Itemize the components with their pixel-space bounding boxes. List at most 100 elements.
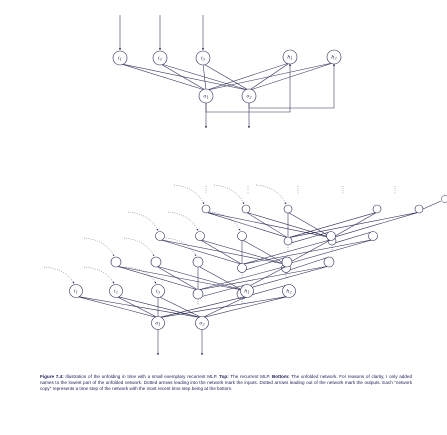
unfold-edge-3-3-0 — [241, 239, 332, 265]
unfold-edge-1-1-1 — [115, 295, 203, 319]
unfold-input-node-2-2 — [150, 256, 162, 268]
top-output-node-1 — [198, 88, 214, 104]
top-edge-0-0 — [119, 63, 207, 91]
top-edge-0-1 — [119, 63, 250, 91]
top-context-node-1-label: h1 — [287, 55, 293, 61]
unfold-edge-1-2-1 — [157, 295, 203, 319]
unfold-layer-4 — [173, 184, 447, 251]
unfold-link-4-1 — [287, 231, 332, 245]
unfold-edge-1-0-0 — [75, 295, 159, 319]
unfold-input-node-3-2 — [195, 231, 205, 241]
top-context-node-2 — [326, 49, 342, 65]
unfold-edge-4-0-1 — [205, 211, 333, 239]
unfold-input-node-1-3-label: i3 — [156, 289, 161, 295]
unfold-link-4-2 — [331, 231, 374, 245]
unfold-input-node-1-2 — [109, 284, 123, 298]
unfold-context-node-1-1-label: h1 — [244, 289, 250, 295]
unfold-input-node-2-1 — [110, 256, 122, 268]
top-output-node-1-label: o1 — [203, 94, 208, 100]
figure-caption: Figure 7.4: Illustration of the unfoldin… — [40, 374, 412, 393]
unfold-context-node-4-2 — [414, 204, 424, 214]
top-input-node-3-label: i3 — [201, 56, 206, 62]
top-input-node-2 — [152, 50, 168, 66]
unfold-input-node-2-3 — [192, 256, 204, 268]
top-edge-4-0 — [205, 62, 335, 91]
caption-label: Figure 7.4: — [40, 374, 64, 379]
unfold-top-tail-1 — [422, 200, 442, 210]
unfold-edge-3-4-1 — [285, 239, 374, 265]
unfold-link-2-1 — [197, 284, 248, 298]
unfold-link-3-2 — [285, 256, 330, 272]
unfold-input-node-3-3 — [237, 231, 247, 241]
unfold-edge-2-0-1 — [115, 265, 243, 291]
top-context-node-2-label: h2 — [331, 55, 337, 61]
unfold-edge-2-0-0 — [115, 265, 199, 291]
unfold-edge-2-1-1 — [155, 265, 243, 291]
top-output-node-2-label: o2 — [246, 94, 252, 100]
unfold-edge-2-3-0 — [197, 265, 288, 291]
unfold-context-node-4-1 — [372, 204, 382, 214]
unfold-edge-2-4-1 — [241, 265, 330, 291]
unfold-edge-1-3-0 — [157, 295, 248, 319]
unfolding-figure: i1 i2 i3 h1 h2 o1 o2 i1 i2 i3 h1 h2 o1 o2 — [43, 15, 447, 356]
recurrent-mlp-diagram: i1 i2 i3 h1 h2 o1 o2 — [112, 15, 342, 129]
unfold-input-arrow-1-1 — [43, 266, 75, 284]
unfold-edge-3-4-0 — [241, 239, 374, 265]
unfold-context-node-2-2 — [323, 256, 335, 268]
caption-top-label: Top: — [219, 374, 229, 379]
unfold-output-node-1-1 — [151, 316, 165, 330]
top-input-node-2-label: i2 — [158, 56, 163, 62]
unfold-input-arrow-1-3 — [125, 266, 157, 284]
unfold-edge-2-1-0 — [155, 265, 199, 291]
unfold-edge-4-1-1 — [245, 211, 333, 239]
unfold-layer-2 — [83, 237, 335, 305]
unfold-edge-4-4-0 — [287, 211, 420, 239]
unfold-input-node-4-1 — [201, 204, 211, 214]
unfold-input-arrow-2-2 — [123, 237, 155, 257]
unfold-input-arrow-1-2 — [83, 266, 115, 284]
unfold-output-node-2-1 — [192, 288, 204, 300]
caption-part3: The unfolded network. For reasons of cla… — [40, 374, 412, 392]
unfold-edge-4-4-1 — [331, 211, 420, 239]
top-input-node-1-label: i1 — [118, 56, 122, 62]
unfold-edge-3-0-0 — [159, 239, 243, 265]
unfold-input-node-1-1 — [69, 284, 83, 298]
unfold-edge-4-0-0 — [205, 211, 289, 239]
unfold-context-node-3-2 — [368, 231, 378, 241]
unfold-input-arrow-2-1 — [83, 237, 115, 257]
top-input-node-1 — [112, 50, 128, 66]
unfold-edge-1-4-0 — [157, 295, 290, 319]
unfold-edge-2-2-1 — [197, 265, 243, 291]
unfold-output-node-3-1 — [237, 263, 247, 273]
unfold-edge-4-3-0 — [287, 211, 378, 239]
top-input-node-3 — [195, 50, 211, 66]
unfold-input-arrow-2-3 — [165, 237, 197, 257]
unfold-context-node-3-1 — [326, 231, 336, 241]
unfold-input-node-3-1 — [155, 231, 165, 241]
unfold-output-node-1-2 — [195, 316, 209, 330]
unfold-edge-2-4-0 — [197, 265, 330, 291]
unfold-output-node-1-1-label: o1 — [155, 321, 160, 327]
unfold-input-arrow-4-2 — [213, 184, 245, 205]
unfold-output-node-4-1 — [283, 236, 293, 246]
top-context-node-1 — [282, 49, 298, 65]
top-edge-2-0 — [202, 63, 207, 91]
unfold-link-3-1 — [241, 256, 288, 272]
top-edge-1-0 — [159, 63, 207, 91]
unfold-input-arrow-4-3 — [255, 184, 287, 205]
unfold-edge-4-1-0 — [245, 211, 289, 239]
unfold-input-arrow-3-1 — [127, 211, 159, 231]
caption-part2: The recurrent MLP. — [230, 374, 271, 379]
unfold-edge-1-4-1 — [201, 295, 290, 319]
unfold-context-node-1-2 — [282, 284, 296, 298]
top-edge-4-1 — [248, 62, 335, 91]
unfold-context-node-1-2-label: h2 — [286, 289, 292, 295]
unfold-input-arrow-4-1 — [173, 184, 205, 205]
unfold-output-node-1-2-label: o2 — [199, 321, 205, 327]
top-output-node-2 — [241, 88, 257, 104]
unfold-edge-3-1-1 — [199, 239, 287, 265]
unfold-edge-3-1-0 — [199, 239, 243, 265]
unfold-edge-1-0-1 — [75, 295, 203, 319]
